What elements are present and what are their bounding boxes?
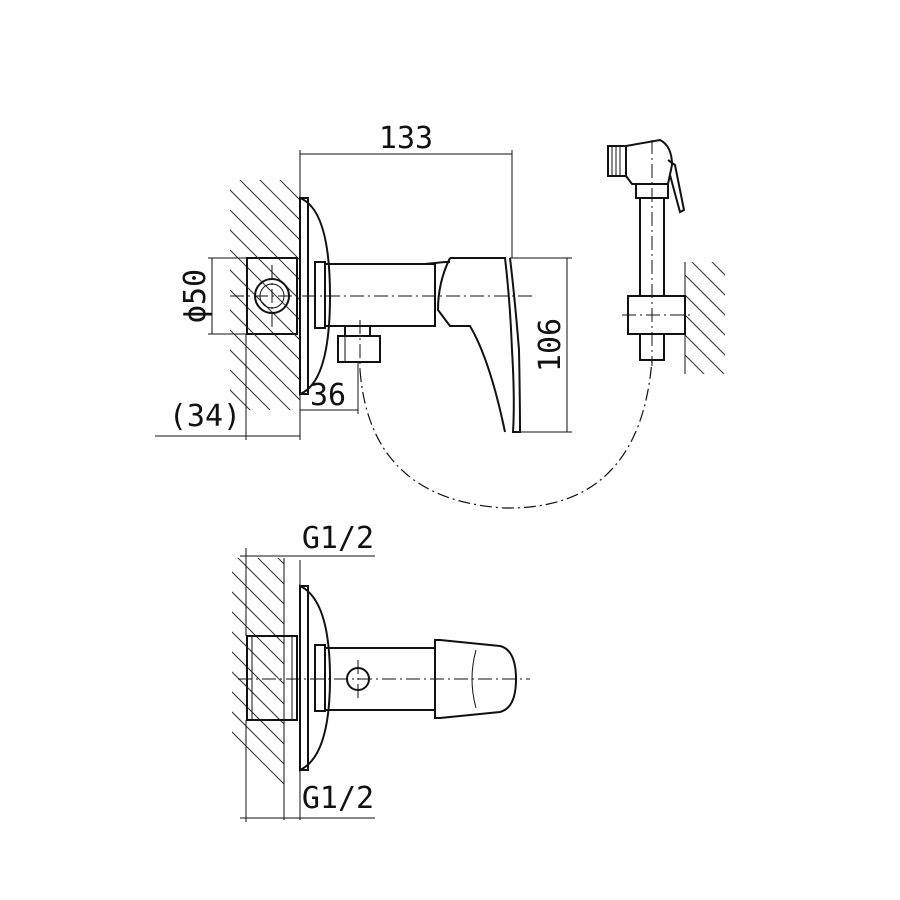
dimension-g12-bottom: G1/2 <box>240 720 375 822</box>
dim-label-g12-bottom: G1/2 <box>302 781 374 816</box>
cartridge-housing-bottom <box>246 635 298 721</box>
hose-path-arc <box>359 359 653 509</box>
dim-label-36: 36 <box>310 378 346 413</box>
outlet-nut <box>337 335 381 363</box>
dimension-34: (34) <box>155 334 300 440</box>
dimension-36: 36 <box>299 362 359 440</box>
valve-bottom-view <box>238 558 530 820</box>
dim-label-g12-top: G1/2 <box>302 521 374 556</box>
dim-label-106: 106 <box>533 318 568 372</box>
dim-label-diameter: ϕ50 <box>178 269 213 323</box>
wall-hatching-right <box>685 262 725 374</box>
dimension-diameter-50: ϕ50 <box>178 257 250 335</box>
dimension-106: 106 <box>510 257 572 433</box>
valve-side-view <box>230 185 535 433</box>
shower-head <box>625 138 674 185</box>
collar <box>314 261 326 329</box>
shower-trigger <box>667 159 686 214</box>
hand-shower <box>607 138 692 374</box>
collar-bottom <box>314 644 326 712</box>
dimension-133: 133 <box>299 121 513 258</box>
dimension-g12-top: G1/2 <box>240 521 375 636</box>
dim-label-133: 133 <box>379 121 433 156</box>
valve-neck <box>424 261 450 265</box>
wall-hatching-top-left <box>230 180 300 410</box>
outlet-nut-top <box>344 325 371 337</box>
dim-label-34: (34) <box>169 399 241 434</box>
valve-body <box>324 263 436 327</box>
shower-nozzle <box>607 145 627 177</box>
flange-plate-bottom <box>299 584 332 772</box>
handle-lever <box>436 257 522 433</box>
flange-edge-bottom <box>299 585 309 771</box>
